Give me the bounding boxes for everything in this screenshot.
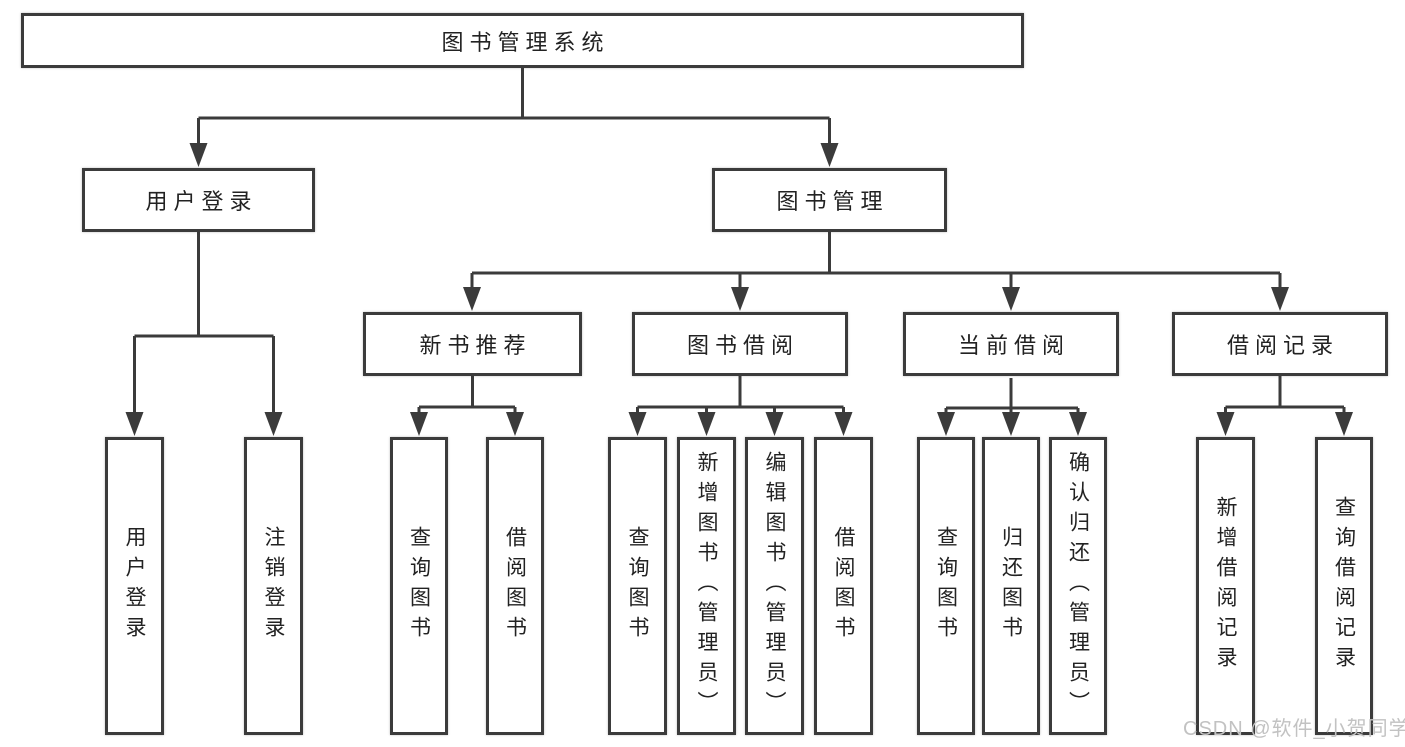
node-user-login: 用户登录 xyxy=(82,168,315,232)
csdn-watermark: CSDN @软件_小贺同学 xyxy=(1183,718,1405,740)
leaf-borrow-books: 借阅图书 xyxy=(814,437,873,735)
node-current-borrow: 当前借阅 xyxy=(903,312,1119,376)
leaf-add-book-admin: 新增图书（管理员） xyxy=(677,437,736,735)
arrowheads xyxy=(125,143,1353,436)
leaf-query-books-recommend: 查询图书 xyxy=(390,437,448,735)
leaf-query-books-current: 查询图书 xyxy=(917,437,975,735)
leaf-borrow-books-recommend: 借阅图书 xyxy=(486,437,544,735)
leaf-query-borrow-record: 查询借阅记录 xyxy=(1315,437,1373,735)
leaf-user-login: 用户登录 xyxy=(105,437,164,735)
node-new-book-recommend: 新书推荐 xyxy=(363,312,582,376)
node-book-borrow: 图书借阅 xyxy=(632,312,848,376)
leaf-confirm-return-admin: 确认归还（管理员） xyxy=(1049,437,1107,735)
leaf-edit-book-admin: 编辑图书（管理员） xyxy=(745,437,804,735)
node-root-library-management-system: 图书管理系统 xyxy=(21,13,1024,68)
node-book-management: 图书管理 xyxy=(712,168,947,232)
leaf-add-borrow-record: 新增借阅记录 xyxy=(1196,437,1255,735)
node-borrow-records: 借阅记录 xyxy=(1172,312,1388,376)
leaf-return-book: 归还图书 xyxy=(982,437,1040,735)
leaf-logout: 注销登录 xyxy=(244,437,303,735)
leaf-query-books-borrow: 查询图书 xyxy=(608,437,667,735)
